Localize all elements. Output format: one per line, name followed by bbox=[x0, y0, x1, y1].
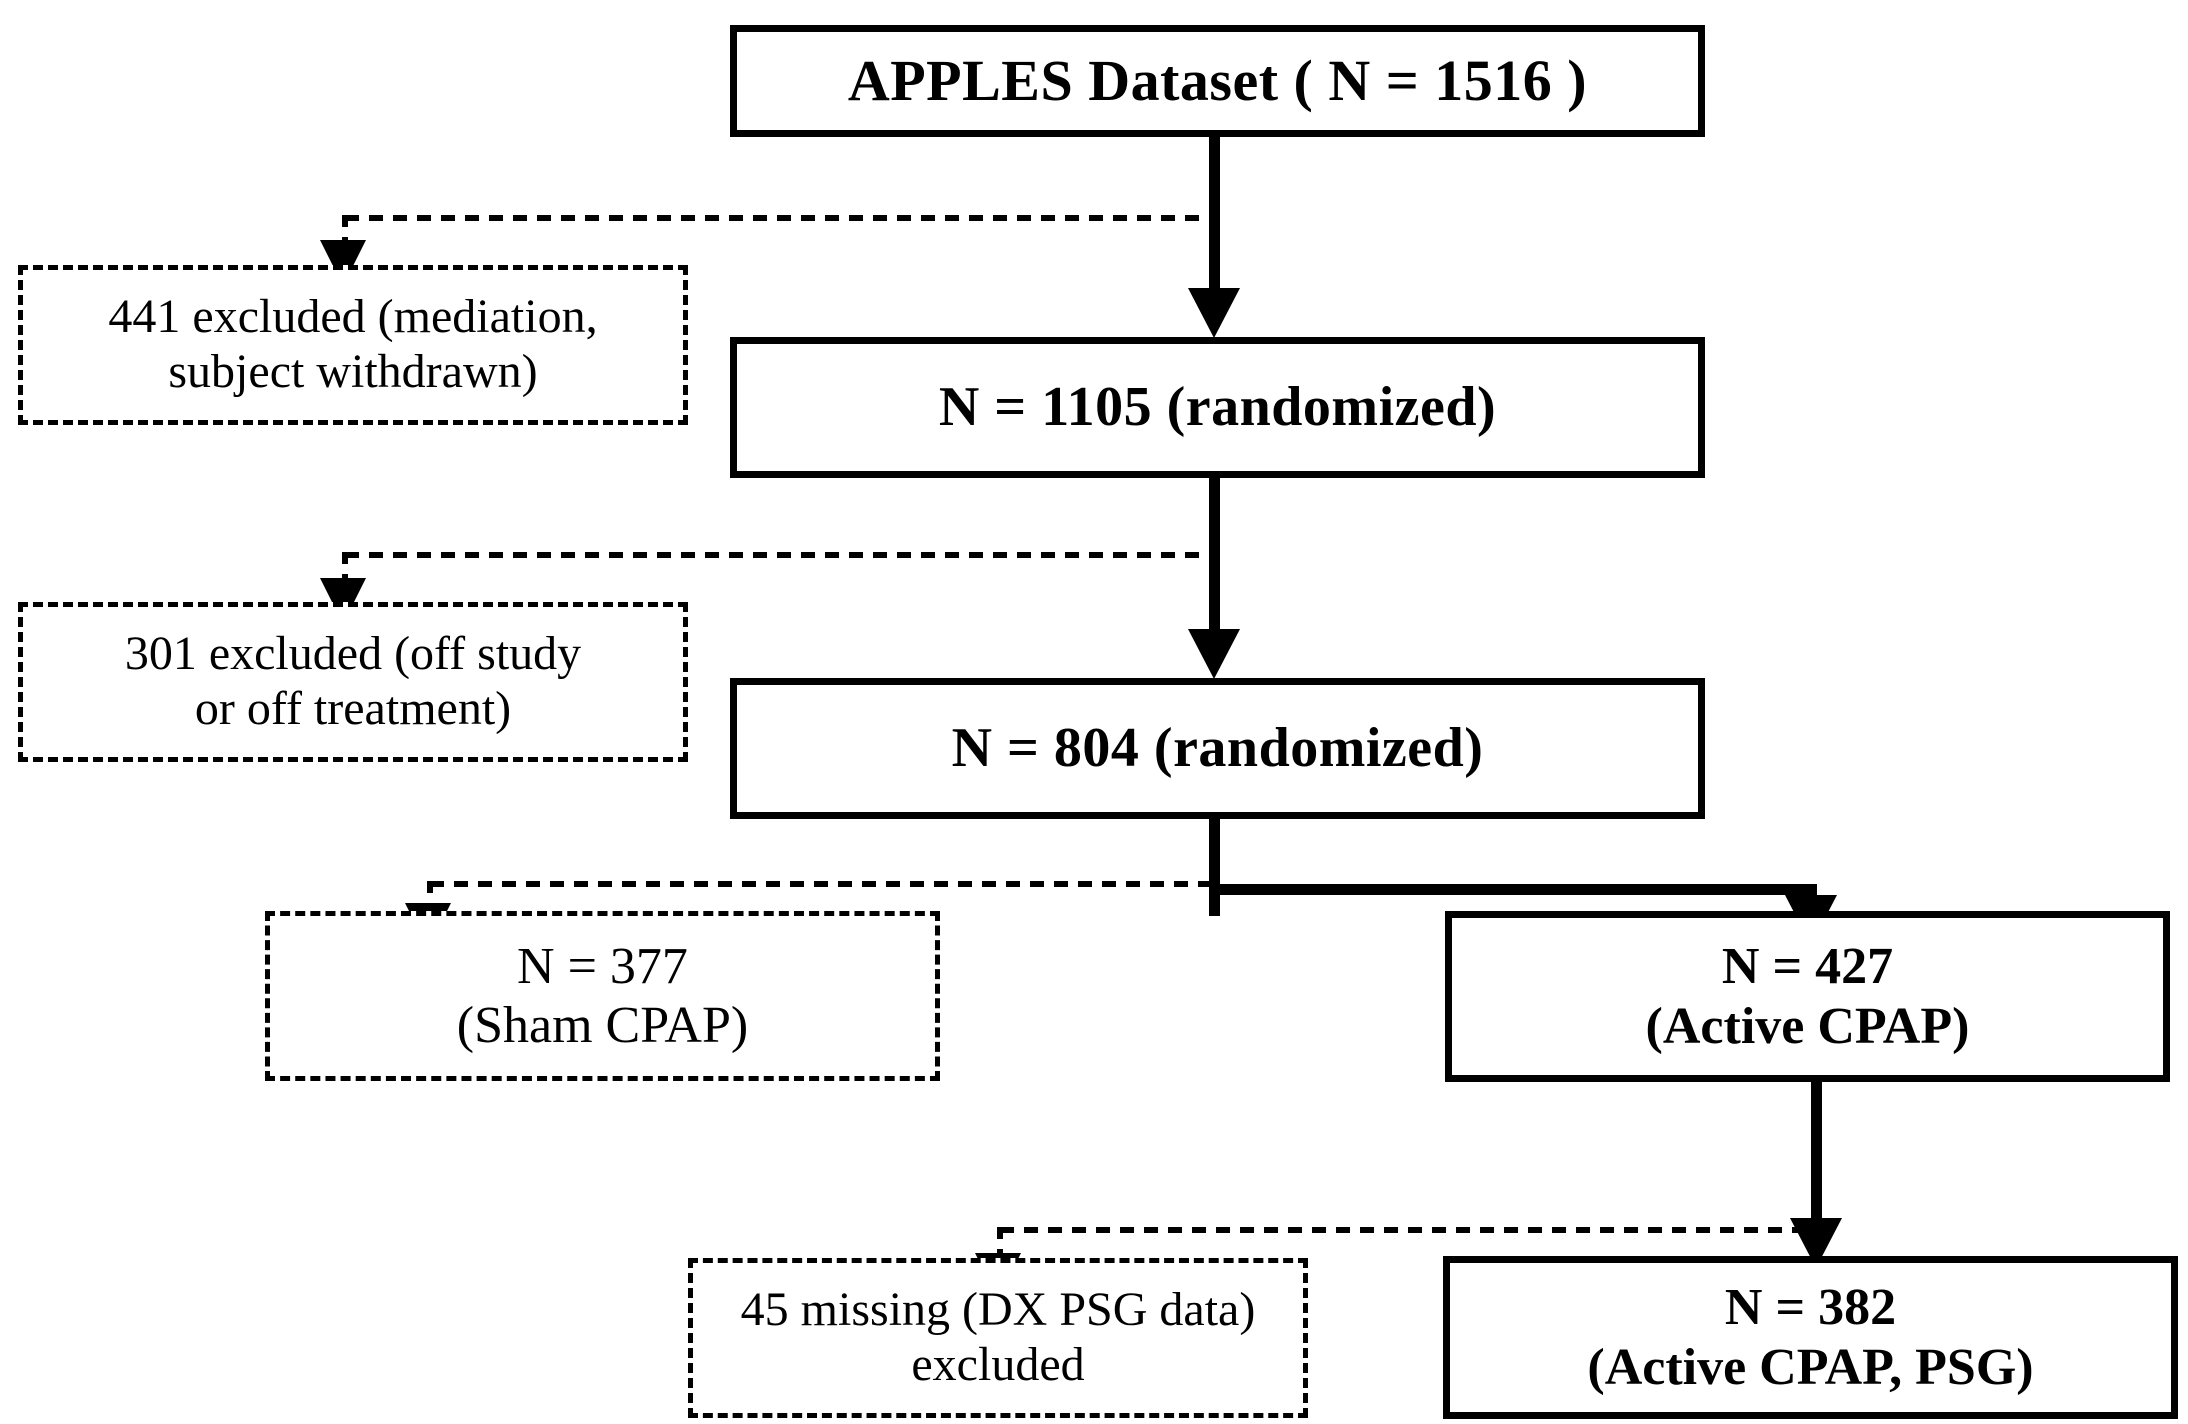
node-excluded-441-line1: 441 excluded (mediation, bbox=[108, 290, 598, 344]
node-randomized-1105-line1: N = 1105 (randomized) bbox=[938, 375, 1497, 438]
node-active-cpap-psg-line1: N = 382 bbox=[1724, 1279, 1897, 1337]
node-excluded-441-line2: subject withdrawn) bbox=[168, 345, 538, 398]
node-active-cpap[interactable]: N = 427 (Active CPAP) bbox=[1445, 911, 2170, 1082]
node-excluded-301[interactable]: 301 excluded (off study or off treatment… bbox=[18, 602, 688, 762]
node-excluded-301-line2: or off treatment) bbox=[194, 682, 512, 735]
node-active-cpap-psg[interactable]: N = 382 (Active CPAP, PSG) bbox=[1443, 1256, 2178, 1419]
edge-dataset-to-excluded441-horizontal bbox=[345, 215, 1213, 221]
node-sham-cpap-line2: (Sham CPAP) bbox=[456, 997, 749, 1054]
edge-randomized1105-to-excluded301-drop bbox=[342, 552, 348, 584]
edge-randomized804-split-stem bbox=[1209, 818, 1220, 916]
edge-randomized1105-to-excluded301-horizontal bbox=[345, 552, 1213, 558]
node-sham-cpap-line1: N = 377 bbox=[517, 937, 688, 995]
node-missing-45-line1: 45 missing (DX PSG data) bbox=[740, 1283, 1256, 1337]
node-active-cpap-line1: N = 427 bbox=[1721, 938, 1894, 996]
arrowhead-randomized1105-to-randomized804-tip bbox=[1188, 629, 1240, 679]
edge-activecpap-to-missing45-drop bbox=[997, 1227, 1003, 1259]
node-randomized-1105[interactable]: N = 1105 (randomized) bbox=[730, 337, 1705, 478]
node-active-cpap-psg-line2: (Active CPAP, PSG) bbox=[1587, 1338, 2034, 1396]
node-excluded-301-line1: 301 excluded (off study bbox=[124, 627, 582, 681]
node-excluded-441[interactable]: 441 excluded (mediation, subject withdra… bbox=[18, 265, 688, 425]
node-randomized-804[interactable]: N = 804 (randomized) bbox=[730, 678, 1705, 819]
edge-randomized804-to-shamcpap-horizontal bbox=[430, 881, 1213, 887]
edge-activecpap-to-missing45-horizontal bbox=[1000, 1227, 1815, 1233]
node-apples-dataset-line1: APPLES Dataset ( N = 1516 ) bbox=[847, 47, 1588, 113]
arrowhead-dataset-to-randomized1105 bbox=[1188, 288, 1240, 338]
edge-dataset-to-excluded441-drop bbox=[342, 215, 348, 247]
node-active-cpap-line2: (Active CPAP) bbox=[1645, 997, 1970, 1055]
node-apples-dataset[interactable]: APPLES Dataset ( N = 1516 ) bbox=[730, 25, 1705, 137]
edge-dataset-to-randomized1105-stem bbox=[1209, 137, 1220, 327]
node-sham-cpap[interactable]: N = 377 (Sham CPAP) bbox=[265, 911, 940, 1081]
node-randomized-804-line1: N = 804 (randomized) bbox=[951, 716, 1484, 779]
node-missing-45[interactable]: 45 missing (DX PSG data) excluded bbox=[688, 1258, 1308, 1418]
edge-activecpap-to-activecpappsg-stem bbox=[1811, 1082, 1822, 1270]
edge-randomized804-to-shamcpap-drop bbox=[427, 881, 433, 911]
node-missing-45-line2: excluded bbox=[911, 1338, 1085, 1391]
edge-randomized1105-to-randomized804-stem bbox=[1209, 478, 1220, 668]
edge-randomized804-to-activecpap-horizontal bbox=[1209, 884, 1817, 895]
